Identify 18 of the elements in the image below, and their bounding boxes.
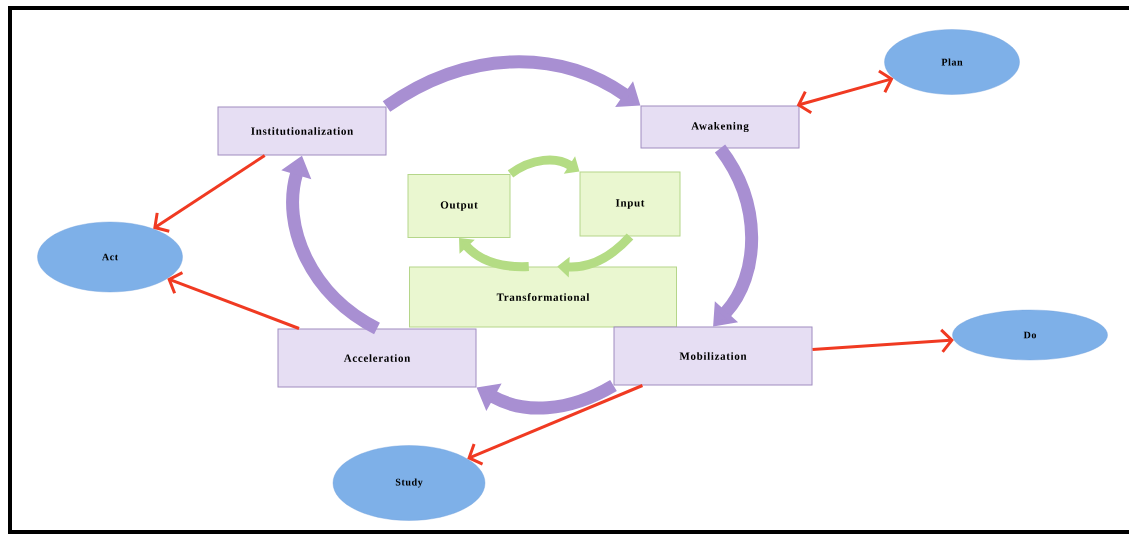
stage-box: Awakening (640, 105, 800, 149)
oval-node: Act (37, 221, 183, 293)
arrow (507, 155, 580, 178)
oval-node: Do (952, 309, 1108, 361)
process-box: Output (407, 174, 511, 238)
arrow (459, 238, 529, 272)
oval-node: Study (332, 445, 486, 521)
process-box: Input (579, 171, 681, 237)
oval-node: Plan (884, 29, 1020, 95)
stage-box: Mobilization (613, 326, 813, 386)
stage-box: Acceleration (277, 328, 477, 388)
arrow (796, 69, 894, 115)
arrow (812, 328, 954, 353)
arrow (167, 271, 300, 330)
stage-box: Institutionalization (217, 106, 387, 156)
arrow (153, 154, 266, 233)
process-box: Transformational (409, 266, 677, 328)
arrow (467, 384, 643, 466)
